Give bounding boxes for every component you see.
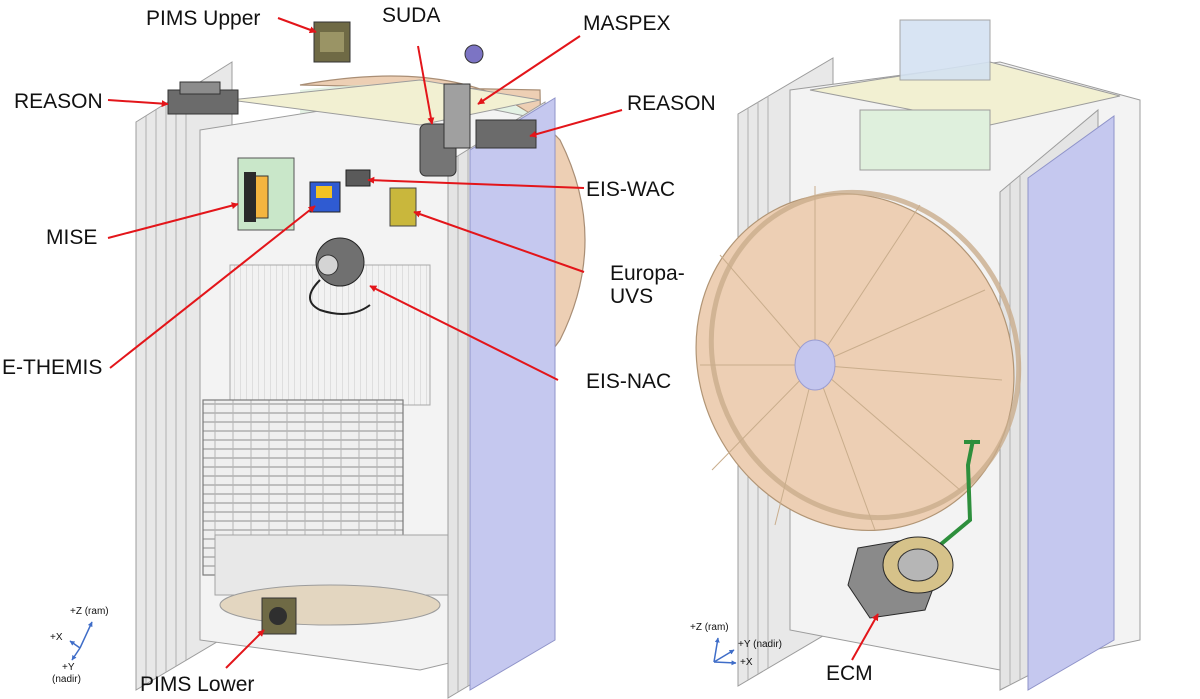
solar-panel-face-right (1027, 115, 1115, 691)
label-reason-left: REASON (14, 90, 103, 113)
axis-left-z: +Z (ram) (70, 606, 109, 617)
label-pims-upper: PIMS Upper (146, 7, 261, 30)
label-e-themis: E-THEMIS (2, 356, 103, 379)
instruments-left (167, 21, 537, 635)
label-ecm: ECM (826, 662, 873, 685)
arrow-maspex (477, 35, 581, 105)
callout-arrows (107, 17, 879, 669)
eis-wac-instrument (345, 169, 371, 187)
label-reason-right: REASON (627, 92, 716, 115)
arrow-reason-right (529, 109, 623, 138)
arrow-eis-nac (369, 285, 559, 381)
axis-left-x: +X (50, 632, 63, 643)
arrow-e-themis (109, 205, 316, 369)
label-eis-nac: EIS-NAC (586, 370, 672, 393)
arrow-pims-upper (277, 17, 317, 34)
axis-right-y: +Y (nadir) (738, 639, 783, 650)
arrow-suda (417, 45, 435, 125)
label-eis-wac: EIS-WAC (586, 178, 676, 201)
maspex-instrument (443, 83, 471, 149)
axis-left-y-sub: (nadir) (52, 674, 81, 685)
label-mise: MISE (46, 226, 98, 249)
label-europa-uvs: Europa- UVS (610, 262, 690, 308)
reason-right-instrument (475, 119, 537, 149)
arrow-mise (107, 202, 239, 239)
arrow-ecm (851, 613, 879, 661)
left-spacecraft-view (135, 21, 586, 699)
europa-uvs-instrument (389, 187, 417, 227)
axis-right-x: +X (740, 657, 753, 668)
arrow-eis-wac (367, 176, 585, 189)
high-gain-antenna (695, 192, 1015, 532)
right-solar-array (447, 97, 556, 699)
label-pims-lower: PIMS Lower (140, 673, 255, 696)
label-maspex: MASPEX (583, 12, 671, 35)
solar-panel-face (469, 97, 556, 691)
axis-right-z: +Z (ram) (690, 622, 729, 633)
ecm-instrument (847, 536, 954, 619)
arrow-pims-lower (225, 629, 265, 669)
antenna-dish-edge (299, 75, 586, 362)
label-europa-uvs-line1: Europa- (610, 262, 685, 285)
arrow-reason-left (107, 99, 169, 108)
axis-left-y: +Y (62, 662, 75, 673)
axis-triad-left (69, 621, 93, 661)
axis-triad-right (713, 637, 737, 666)
label-europa-uvs-line2: UVS (610, 285, 654, 309)
arrow-europa-uvs (413, 210, 585, 273)
label-suda: SUDA (382, 4, 441, 27)
antenna-hub (794, 339, 836, 391)
right-spacecraft-view (695, 19, 1141, 691)
